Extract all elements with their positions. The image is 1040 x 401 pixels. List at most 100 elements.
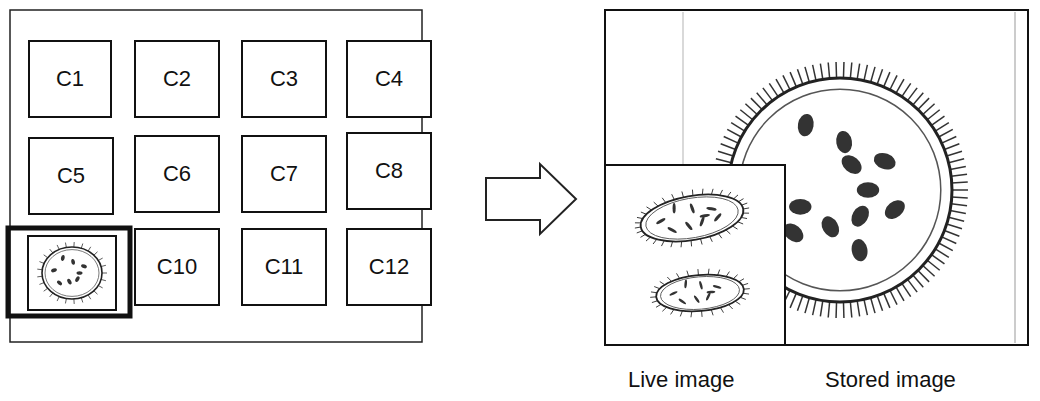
cell-box: C2 [134,40,220,118]
stroke [724,137,739,144]
cell-box: C6 [134,135,220,213]
live-inset [605,165,785,345]
stroke [745,104,757,115]
stroke [850,238,869,263]
stroke [902,283,911,296]
stroke [61,255,66,262]
cell-box: C3 [241,40,327,118]
cell-label: C11 [265,254,304,280]
stroke [721,144,736,150]
stroke [763,88,773,101]
stroke [797,69,802,84]
stroke [689,203,695,214]
stroke [902,83,911,96]
stroke [655,271,746,315]
stroke [757,93,767,105]
thumbnail-cell [28,236,116,310]
stroke [944,230,959,236]
background-line [1014,12,1016,343]
background-line [682,12,684,165]
stroke [805,67,809,82]
cell-label: C1 [56,66,84,92]
stroke [699,216,705,227]
stroke [864,299,867,315]
stroke [913,93,923,105]
stroke [942,237,957,244]
stroke [884,293,890,308]
stroke [927,260,939,270]
stroke [872,150,898,172]
stroke [820,301,822,317]
stroke [706,206,717,211]
stroke [951,174,967,176]
stroke [877,296,882,311]
stroke [871,67,875,82]
stroke [952,196,968,198]
cell-label: C3 [270,66,298,92]
stroke [642,190,741,245]
stroke [828,63,829,79]
stroke [857,301,859,317]
stroke [669,290,678,296]
stroke [693,295,700,304]
stroke [923,265,935,276]
cell-box: C4 [346,40,432,118]
stroke [630,180,754,255]
stroke [838,151,865,177]
cell-box: C12 [346,228,432,306]
stroke [896,287,904,301]
stroke [939,129,953,137]
stroke [684,279,687,288]
stroke [923,104,935,115]
stroke [942,137,957,144]
stroke [944,144,959,150]
stroke [699,281,704,290]
stroke [45,250,99,297]
stroke [637,187,747,248]
cell-box: C1 [28,40,112,118]
stroke [864,65,867,81]
stroke [718,151,733,156]
stroke [648,265,752,322]
stroke [716,159,732,163]
stroke [37,242,107,304]
stroke [713,285,722,290]
stroke [949,159,965,163]
cell-label: C5 [57,163,85,189]
stroke [81,264,88,269]
stroke [783,75,790,89]
stroke [796,113,815,138]
stroke [947,151,962,156]
cell-box: C8 [346,132,432,210]
stroke [731,123,745,131]
stroke [820,64,822,80]
stroke [884,72,890,87]
stroke [931,255,944,264]
cell-label: C10 [157,254,197,280]
stroke [678,298,687,305]
stroke [736,116,749,125]
stroke [843,62,845,78]
stroke [828,302,829,318]
cell-label: C12 [369,254,409,280]
stroke [935,123,949,131]
stroke [857,182,879,198]
stroke [913,275,923,287]
stroke [740,110,752,120]
live-bacteria [630,180,754,321]
stroke [918,270,929,281]
stroke [74,276,80,283]
stroke [769,83,778,96]
stroke [705,292,711,301]
stroke [890,75,897,89]
stroke [66,278,72,285]
stroke [871,298,875,313]
stroke [850,302,851,318]
stroke [656,217,667,225]
stroke [896,79,904,93]
cell-label: C2 [163,66,191,92]
stroke [947,224,962,229]
cell-label: C6 [163,161,191,187]
stroke [835,302,837,318]
caption-label: Live image [628,367,734,393]
